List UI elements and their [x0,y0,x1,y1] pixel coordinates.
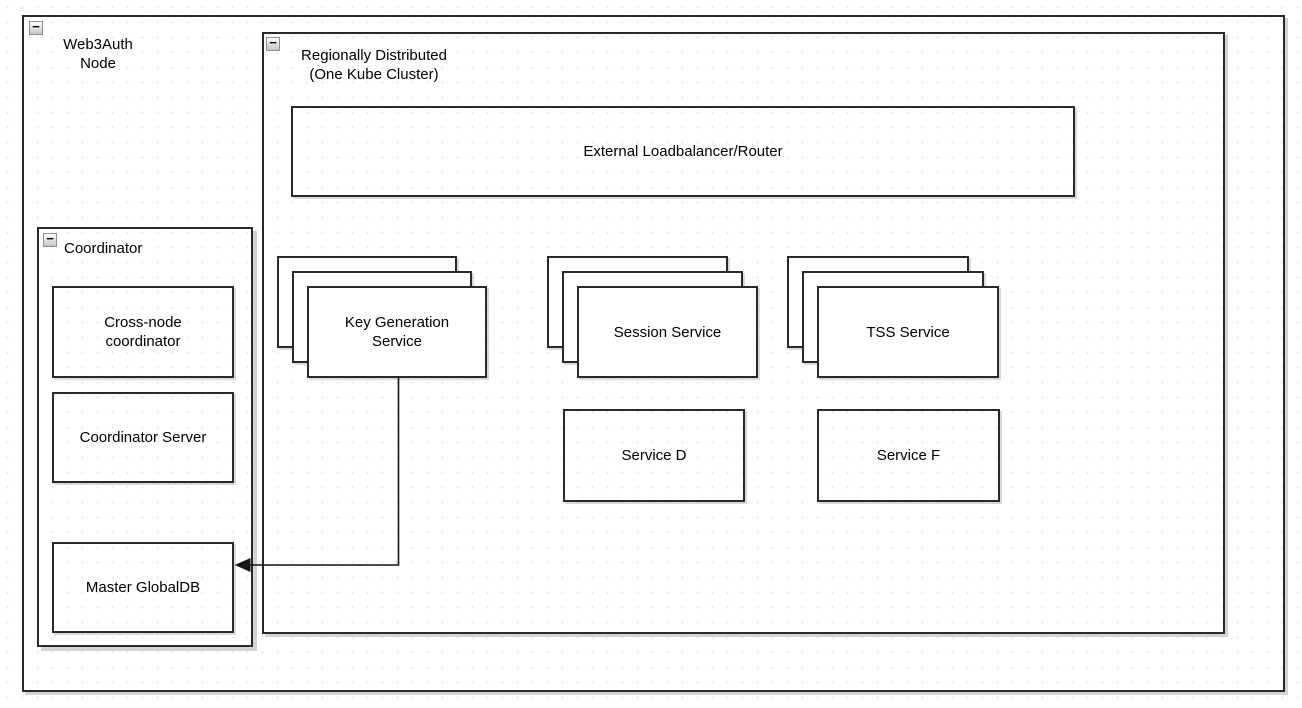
minus-icon: − [46,231,54,246]
node-service-d[interactable]: Service D [563,409,745,502]
container-web3auth-node[interactable] [22,15,1285,692]
container-label-web3auth-node: Web3Auth Node [63,36,133,72]
node-external-loadbalancer[interactable]: External Loadbalancer/Router [291,106,1075,197]
node-service-f[interactable]: Service F [817,409,1000,502]
container-regionally-distributed[interactable] [262,32,1225,634]
collapse-coordinator[interactable]: − [43,231,57,247]
node-master-globaldb[interactable]: Master GlobalDB [52,542,234,633]
node-cross-node-coordinator[interactable]: Cross-node coordinator [52,286,234,378]
minus-icon: − [269,35,277,50]
container-label-regionally-distributed: Regionally Distributed (One Kube Cluster… [301,47,447,83]
collapse-regionally-distributed[interactable]: − [266,35,280,51]
node-coordinator-server[interactable]: Coordinator Server [52,392,234,483]
node-tss-service[interactable]: TSS Service [817,286,999,378]
collapse-web3auth-node[interactable]: − [29,19,43,35]
container-label-coordinator: Coordinator [64,240,143,257]
minus-icon: − [32,19,40,34]
node-session-service[interactable]: Session Service [577,286,758,378]
node-key-generation-service[interactable]: Key Generation Service [307,286,487,378]
